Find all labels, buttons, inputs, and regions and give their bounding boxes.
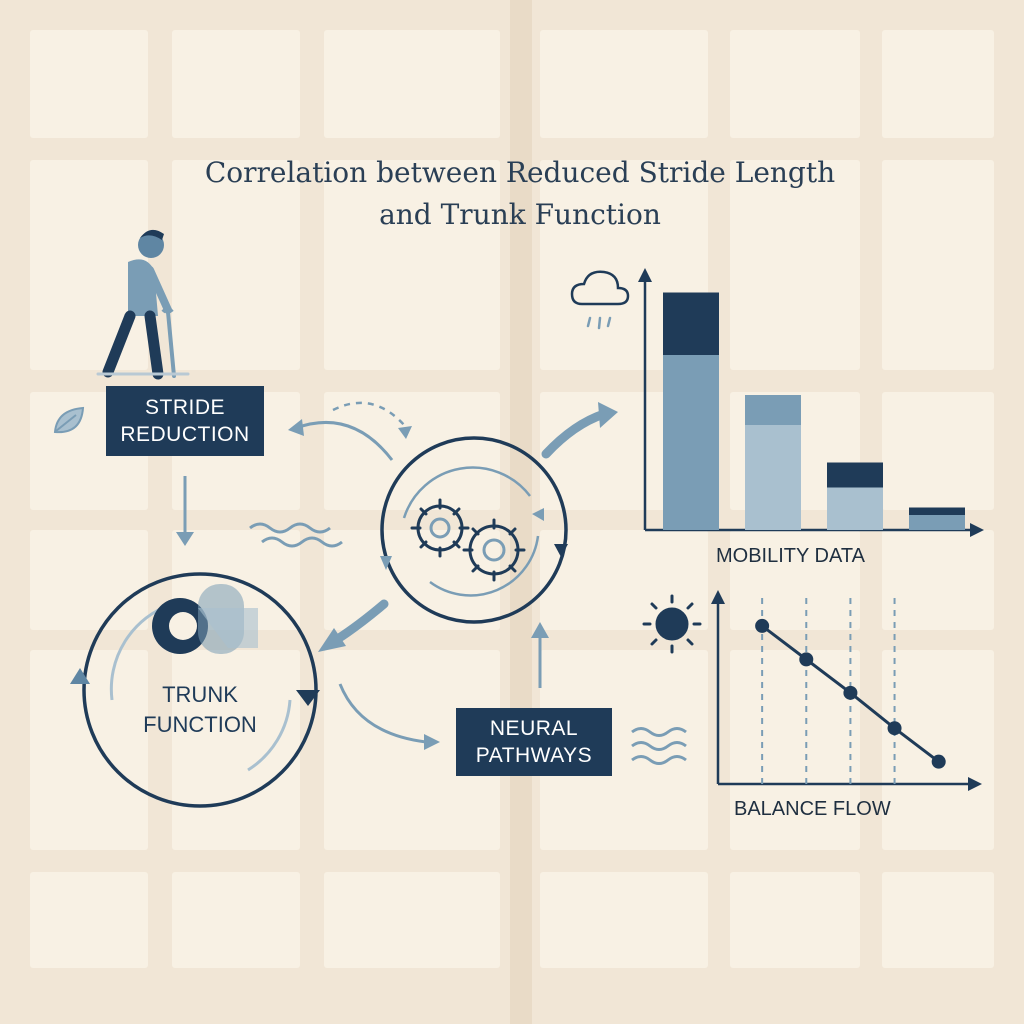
arrow-trunk-to-neural [338, 683, 440, 750]
gears-cycle [380, 436, 568, 624]
neural-pathways-node: NEURAL PATHWAYS [456, 708, 612, 776]
balance-point-3 [843, 685, 858, 700]
balance-point-4 [887, 721, 902, 736]
balance-point-2 [799, 652, 814, 667]
mobility-bar-lower-4 [909, 515, 965, 530]
sun-icon [642, 594, 702, 654]
arrow-stride-to-trunk [176, 476, 194, 546]
mobility-bars [663, 292, 965, 530]
arrow-neural-to-gears [531, 622, 549, 688]
gears-icon [410, 498, 526, 582]
neural-line-2: PATHWAYS [475, 744, 593, 767]
mobility-bar-lower-2 [745, 425, 801, 530]
trunk-line-2: FUNCTION [143, 712, 257, 737]
balance-chart [711, 590, 982, 791]
mobility-bar-lower-3 [827, 487, 883, 530]
stride-line-1: STRIDE [144, 396, 225, 419]
mobility-caption: MOBILITY DATA [716, 545, 865, 567]
balance-caption: BALANCE FLOW [734, 798, 891, 820]
walking-person-icon [96, 229, 190, 380]
title-line-2: and Trunk Function [379, 198, 661, 231]
mobility-chart [638, 268, 984, 537]
mobility-bar-upper-2 [745, 395, 801, 425]
trunk-core-icon [152, 584, 258, 654]
stride-line-2: REDUCTION [120, 423, 250, 446]
trunk-line-1: TRUNK [162, 682, 238, 707]
wave-icon-small [631, 727, 687, 765]
leaf-icon [53, 406, 85, 434]
mobility-bar-upper-4 [909, 507, 965, 515]
trunk-function-node: TRUNK FUNCTION [120, 680, 280, 740]
arrow-gears-to-mobility [541, 402, 618, 459]
cloud-rain-icon [570, 270, 630, 330]
window-grid-backdrop [30, 30, 994, 968]
arrow-gears-to-trunk [318, 599, 389, 652]
neural-line-1: NEURAL [489, 717, 579, 740]
mobility-bar-upper-3 [827, 462, 883, 488]
balance-point-1 [755, 618, 770, 633]
arrow-gears-to-stride [288, 419, 394, 461]
balance-marks [755, 598, 946, 784]
title-line-1: Correlation between Reduced Stride Lengt… [204, 156, 836, 189]
mobility-bar-lower-1 [663, 355, 719, 530]
dashed-arrow [332, 401, 412, 439]
balance-point-5 [931, 754, 946, 769]
wave-icon [249, 522, 343, 548]
page-title: Correlation between Reduced Stride Lengt… [150, 152, 890, 236]
mobility-bar-upper-1 [663, 292, 719, 355]
stride-reduction-node: STRIDE REDUCTION [106, 386, 264, 456]
